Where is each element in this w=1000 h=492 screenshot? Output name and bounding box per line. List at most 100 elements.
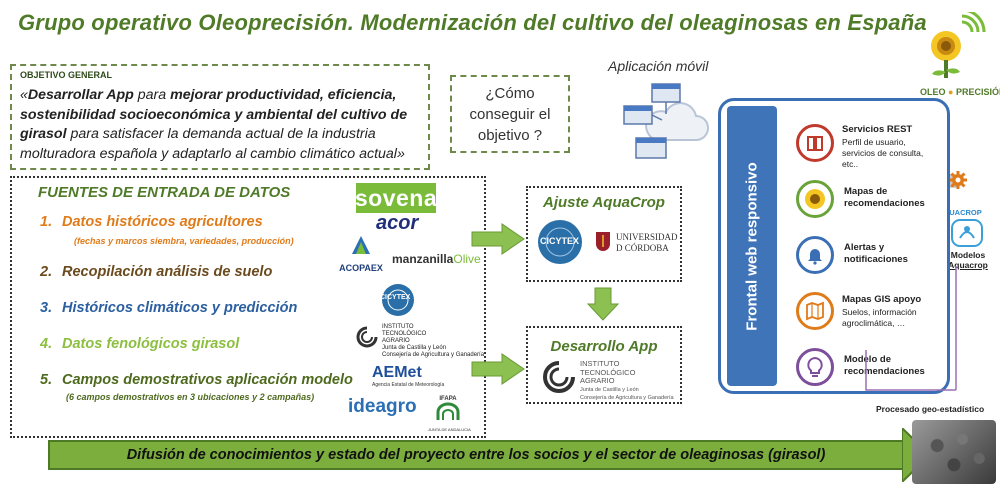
arrow-to-dev (471, 353, 525, 385)
oleo-logo-text: OLEO (920, 87, 946, 97)
service-desc-line: agroclimática, … (842, 318, 906, 328)
dev-app-box: Desarrollo App INSTITUTO TECNOLÓGICO AGR… (526, 326, 682, 404)
service-maps-rec-title: Mapas de recomendaciones (844, 186, 925, 210)
source-label: Datos fenológicos girasol (62, 336, 240, 352)
manzanilla-text: manzanilla (392, 252, 454, 266)
objective-label: OBJETIVO GENERAL (20, 70, 113, 80)
objective-rest: para satisfacer la demanda actual de la … (20, 126, 397, 162)
cicytex-big-globe-icon (538, 220, 582, 264)
manzanilla-olive-logo: manzanillaOlive (392, 252, 481, 266)
instituto-small-text: INSTITUTO TECNOLÓGICO AGRARIO Junta de C… (382, 324, 484, 359)
gear-icon (949, 171, 967, 189)
service-model-circle (796, 348, 834, 386)
frontal-web-bar (727, 106, 777, 386)
cicytex-globe-icon (382, 284, 414, 316)
aemet-sub-text: Agencia Estatal de Meteorología (372, 382, 445, 388)
source-num: 5. (40, 372, 53, 388)
instituto-logo-small: INSTITUTO TECNOLÓGICO AGRARIO Junta de C… (356, 322, 484, 358)
page-title: Grupo operativo Oleoprecisión. Moderniza… (18, 10, 927, 35)
service-title-line: recomendaciones (844, 366, 925, 377)
instituto-line: INSTITUTO (580, 359, 620, 368)
source-label: Recopilación análisis de suelo (62, 264, 273, 280)
cloud-devices-illustration (622, 80, 710, 164)
service-desc-line: servicios de consulta, (842, 148, 924, 158)
ideagro-text: ideagro (348, 396, 417, 417)
aquacrop-adjust-heading: Ajuste AquaCrop (543, 194, 665, 211)
cicytex-logo: CICYTEX (536, 218, 584, 266)
service-maps-rec-circle (796, 180, 834, 218)
objective-text: «Desarrollar App para mejorar productivi… (20, 86, 424, 164)
source-num: 4. (40, 336, 53, 352)
acopaex-text: ACOPAEX (339, 263, 383, 273)
service-rest-desc: Perfil de usuario, servicios de consulta… (842, 137, 923, 170)
source-item-1: 1. Datos históricos agricultores (40, 214, 263, 230)
how-box: ¿Cómo conseguir el objetivo ? (450, 75, 570, 153)
aquacrop-logo-text: AQUACROP (938, 208, 982, 217)
book-icon (807, 136, 823, 151)
source-item-1-sub: (fechas y marcos siembra, variedades, pr… (74, 236, 294, 246)
universidad-cordoba-logo: UNIVERSIDAD D CÓRDOBA (594, 228, 680, 264)
instituto-big-symbol-icon (543, 361, 575, 393)
sunflower-seeds-image (912, 420, 996, 484)
universidad-line: D CÓRDOBA (616, 243, 669, 253)
geo-processing-label: Procesado geo-estadístico (876, 404, 985, 414)
service-title-line: recomendaciones (844, 198, 925, 209)
instituto-line: AGRARIO (580, 376, 615, 385)
oleoprecision-logo: OLEO ● PRECISIÓN (918, 8, 1000, 97)
source-label: Históricos climáticos y predicción (62, 300, 298, 316)
instituto-line: TECNOLÓGICO (382, 331, 427, 337)
mobile-app-label: Aplicación móvil (608, 58, 709, 74)
how-line-3: objetivo ? (477, 126, 543, 144)
close-quote: » (396, 145, 405, 162)
source-item-4: 4. Datos fenológicos girasol (40, 336, 239, 352)
bulb-icon (807, 356, 823, 377)
service-title-line: notificaciones (844, 254, 908, 265)
data-sources-box: FUENTES DE ENTRADA DE DATOS 1. Datos hist… (10, 176, 486, 438)
models-label: Modelos Aquacrop (948, 250, 988, 270)
universidad-text: UNIVERSIDAD D CÓRDOBA (616, 232, 678, 254)
ideagro-logo: ideagro (348, 396, 424, 434)
instituto-big-text: INSTITUTO TECNOLÓGICO AGRARIO Junta de C… (580, 359, 674, 403)
instituto-sub2: Consejería de Agricultura y Ganadería (382, 352, 485, 358)
source-item-2: 2.Recopilación análisis de suelo (40, 264, 272, 280)
cicytex-text: CICYTEX (540, 236, 580, 246)
olive-text: Olive (453, 252, 481, 266)
objective-bold: mejorar productividad, eficiencia, soste… (20, 87, 408, 142)
objective-mid: para (133, 87, 171, 103)
frontal-web-label-wrap: Frontal web responsivo (727, 106, 777, 386)
data-sources-heading: FUENTES DE ENTRADA DE DATOS (38, 184, 291, 201)
instituto-sub2: Consejería de Agricultura y Ganadería (580, 395, 674, 401)
objective-lead: Desarrollar App (27, 87, 134, 103)
open-quote: « (20, 87, 28, 103)
precision-logo-text: PRECISIÓN (955, 87, 1000, 97)
instituto-logo: INSTITUTO TECNOLÓGICO AGRARIO Junta de C… (542, 359, 678, 403)
universidad-shield-icon (596, 232, 610, 251)
source-label: Datos históricos agricultores (62, 214, 263, 230)
source-num: 1. (40, 214, 53, 230)
service-desc-line: etc.. (842, 159, 859, 169)
service-title-line: Modelo de (844, 354, 891, 365)
ifapa-logo: IFAPA JUNTA DE ANDALUCIA (428, 396, 471, 434)
dev-app-heading: Desarrollo App (550, 338, 658, 355)
cicytex-small-text: CICYTEX (380, 294, 411, 301)
ifapa-sub-text: JUNTA DE ANDALUCIA (428, 427, 471, 432)
sunflower-logo-icon (931, 8, 986, 78)
service-desc-line: Suelos, información (842, 307, 917, 317)
source-label: Campos demostrativos aplicación modelo (62, 372, 353, 388)
service-rest-title: Servicios REST (842, 124, 913, 135)
service-desc-line: Perfil de usuario, (842, 137, 906, 147)
sunflower-icon (805, 189, 825, 209)
arrow-down (586, 287, 620, 321)
aemet-logo: AEMet Agencia Estatal de Meteorología (372, 364, 448, 390)
aquacrop-model-icon (951, 219, 983, 247)
connector-lines (865, 266, 957, 391)
dissemination-banner (48, 440, 904, 470)
service-title-line: Mapas de (844, 186, 888, 197)
service-title-line: Alertas y (844, 242, 885, 253)
objective-box: OBJETIVO GENERAL «Desarrollar App para m… (10, 64, 430, 170)
source-item-5-sub: (6 campos demostrativos en 3 ubicaciones… (66, 392, 315, 402)
acor-logo: acor (376, 212, 419, 234)
aquacrop-adjust-box: Ajuste AquaCrop CICYTEX UNIVERSIDAD D CÓ… (526, 186, 682, 282)
source-num: 3. (40, 300, 53, 316)
arrow-to-aquacrop (471, 223, 525, 255)
